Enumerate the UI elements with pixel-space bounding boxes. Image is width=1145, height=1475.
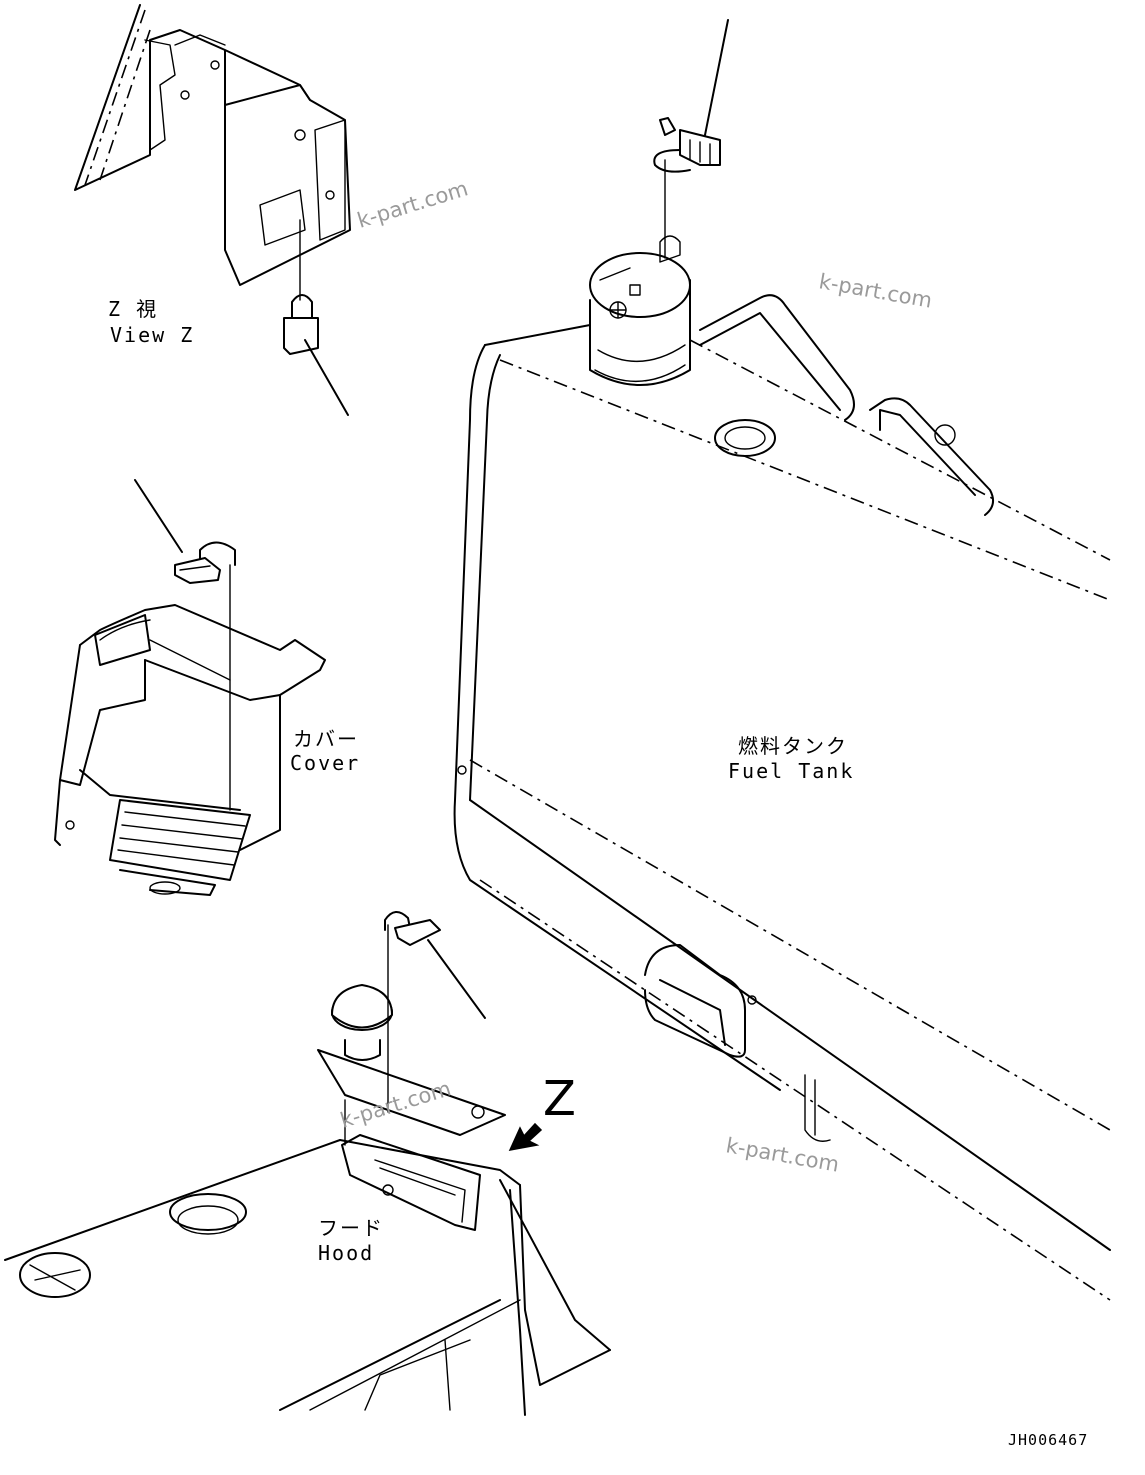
view-z-arrow-label: Z [543,1071,576,1127]
padlock-icon [384,911,486,1113]
watermark: k-part.com [354,176,470,232]
watermark: k-part.com [817,269,934,312]
fuel-tank-label-en: Fuel Tank [728,759,854,783]
cover-label-jp: カバー [293,727,359,751]
cover-assembly [54,604,326,896]
view-z-label-en: View Z [110,323,194,347]
hood-assembly [4,984,611,1416]
fuel-cap [589,159,691,386]
hood-label-jp: フード [318,1216,384,1240]
fuel-tank [453,294,1111,1301]
watermark: k-part.com [337,1076,453,1132]
clasp-lock-icon [653,19,729,173]
fuel-tank-label-jp: 燃料タンク [738,734,848,758]
view-z-assembly [74,4,351,301]
cover-label-en: Cover [290,751,360,775]
view-z-arrow-icon [508,1122,543,1151]
padlock-icon [283,294,349,416]
view-z-label-jp: Z 視 [108,297,158,321]
watermarks: k-part.com k-part.com k-part.com k-part.… [337,176,933,1176]
padlock-icon [134,479,236,811]
watermark: k-part.com [724,1133,841,1176]
hood-label-en: Hood [318,1241,374,1265]
labels: Z 視 View Z カバー Cover 燃料タンク Fuel Tank フード… [108,297,1088,1449]
drawing-code: JH006467 [1008,1431,1088,1449]
cover-grate [109,799,251,896]
